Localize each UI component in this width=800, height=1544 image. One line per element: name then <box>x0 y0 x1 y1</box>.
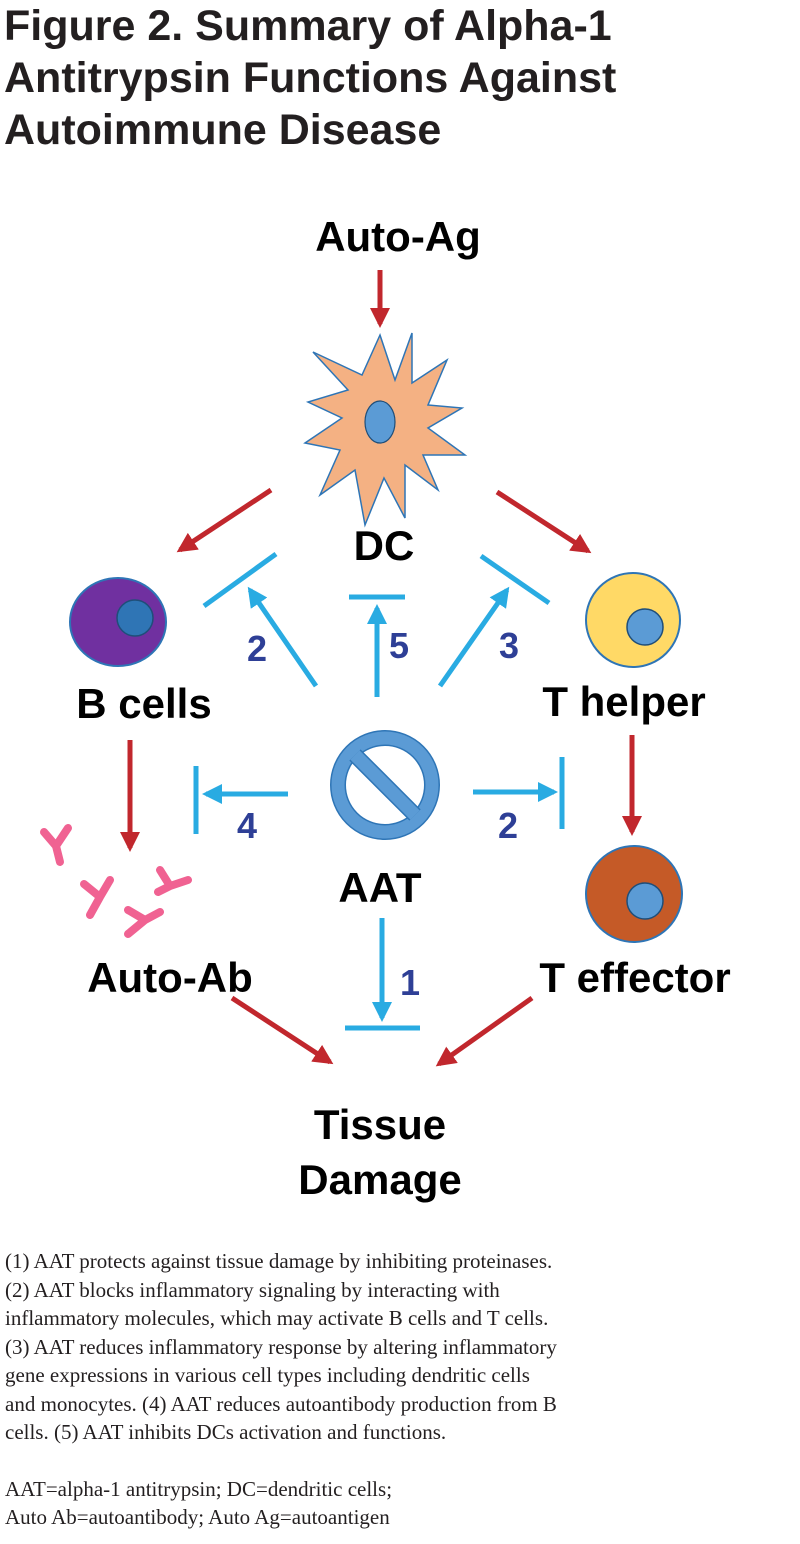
aat-inhibits-dc <box>349 594 405 697</box>
dc-to-t-helper-arrow <box>495 489 592 554</box>
aat-inhibits-t-effector <box>473 757 565 829</box>
dc-to-b-cells-arrow <box>176 487 273 553</box>
antibody-icon-2 <box>80 876 114 919</box>
auto-ag-label: Auto-Ag <box>315 213 481 260</box>
caption-line-2: (2) AAT blocks inflammatory signaling by… <box>5 1277 500 1302</box>
t-helper-cell-icon <box>585 572 681 668</box>
title-line-2: Antitrypsin Functions Against <box>4 54 617 102</box>
caption-line-4: (3) AAT reduces inflammatory response by… <box>5 1334 557 1359</box>
b-cell-icon <box>69 577 167 667</box>
aat-label: AAT <box>338 864 422 911</box>
figure-title: Figure 2. Summary of Alpha-1 Antitrypsin… <box>4 0 784 156</box>
aat-inhibits-tissue-damage <box>345 918 420 1031</box>
inhibition-arrows <box>193 551 565 1031</box>
auto-ab-label: Auto-Ab <box>87 954 253 1001</box>
antibody-icon-3 <box>154 866 192 896</box>
figure-caption: (1) AAT protects against tissue damage b… <box>5 1247 785 1532</box>
title-line-3: Autoimmune Disease <box>4 106 442 154</box>
inhibition-number-aat-to-tissue-damage: 1 <box>400 962 420 1003</box>
t-effector-label: T effector <box>539 954 730 1001</box>
tissue-damage-label-line-1: Tissue <box>314 1101 446 1148</box>
caption-line-7: cells. (5) AAT inhibits DCs activation a… <box>5 1420 447 1444</box>
inhibition-number-aat-to-dc: 5 <box>389 625 409 666</box>
aat-inhibits-t-activation <box>437 553 551 688</box>
aat-inhibits-b-cells <box>193 766 288 834</box>
caption-line-6: and monocytes. (4) AAT reduces autoantib… <box>5 1391 557 1416</box>
pathway-diagram: Auto-Ag DC B cells T helper AAT Auto-Ab … <box>40 213 731 1203</box>
abbreviations-line-2: Auto Ab=autoantibody; Auto Ag=autoantige… <box>5 1505 390 1529</box>
aat-inhibits-b-activation <box>202 551 319 688</box>
dendritic-cell-icon <box>303 332 468 528</box>
title-line-1: Figure 2. Summary of Alpha-1 <box>4 2 612 50</box>
t-effector-to-tissue-damage-arrow <box>435 995 534 1067</box>
inhibition-number-aat-to-b-cells: 4 <box>237 805 257 846</box>
auto-ab-to-tissue-damage-arrow <box>230 995 334 1065</box>
caption-line-5: gene expressions in various cell types i… <box>5 1363 530 1387</box>
antibody-icon-4 <box>124 906 164 938</box>
inhibition-number-aat-to-b-activation: 2 <box>247 628 267 669</box>
caption-line-1: (1) AAT protects against tissue damage b… <box>5 1249 553 1273</box>
b-cells-label: B cells <box>76 680 211 727</box>
dc-label: DC <box>354 522 415 569</box>
t-effector-cell-icon <box>585 845 683 943</box>
activation-arrows <box>120 270 642 1067</box>
t-helper-label: T helper <box>542 678 705 725</box>
autoantibody-icons <box>40 824 192 938</box>
aat-inhibitor-icon <box>330 730 440 840</box>
caption-line-3: inflammatory molecules, which may activa… <box>5 1306 549 1330</box>
tissue-damage-label-line-2: Damage <box>298 1156 461 1203</box>
abbreviations-line-1: AAT=alpha-1 antitrypsin; DC=dendritic ce… <box>5 1476 393 1501</box>
antibody-icon-1 <box>40 824 72 866</box>
inhibition-number-aat-to-t-activation: 3 <box>499 625 519 666</box>
inhibition-number-aat-to-t-effector: 2 <box>498 805 518 846</box>
